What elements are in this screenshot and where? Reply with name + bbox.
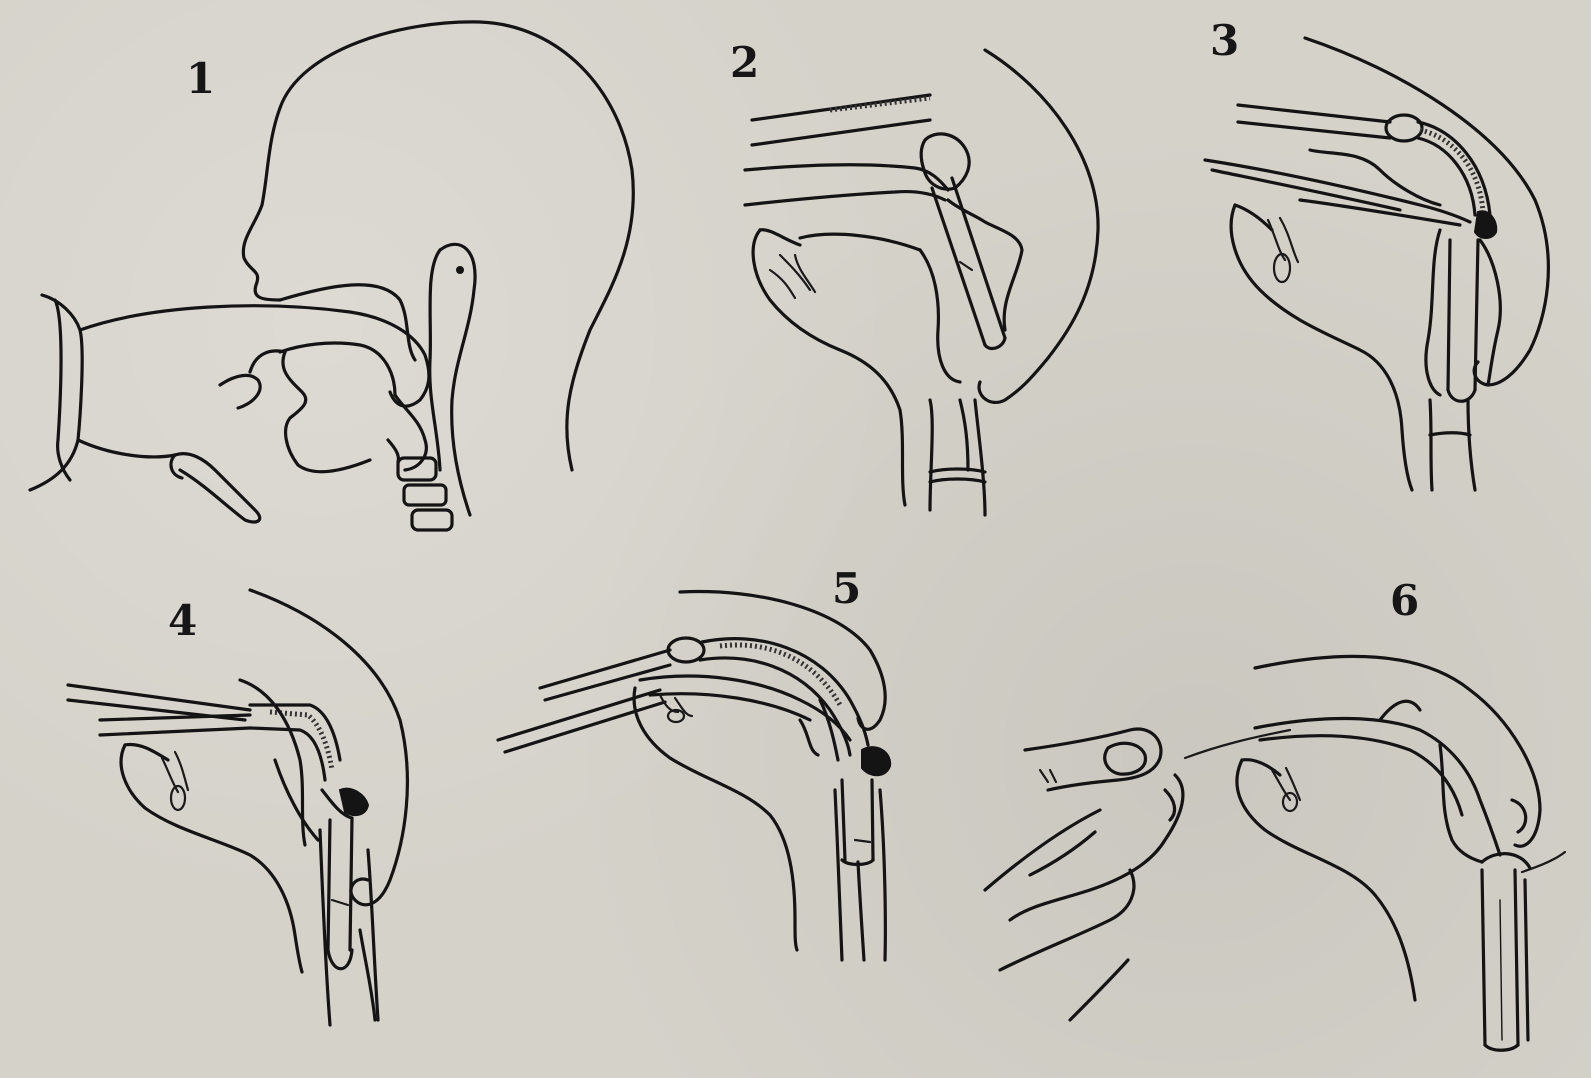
- figure-1-drawing: [30, 22, 633, 530]
- figure-4-drawing: [68, 590, 407, 1025]
- figure-6-drawing: [985, 656, 1565, 1050]
- figure-2-drawing: [745, 50, 1098, 515]
- figure-5-drawing: [498, 592, 890, 960]
- figure-3-drawing: [1205, 38, 1548, 490]
